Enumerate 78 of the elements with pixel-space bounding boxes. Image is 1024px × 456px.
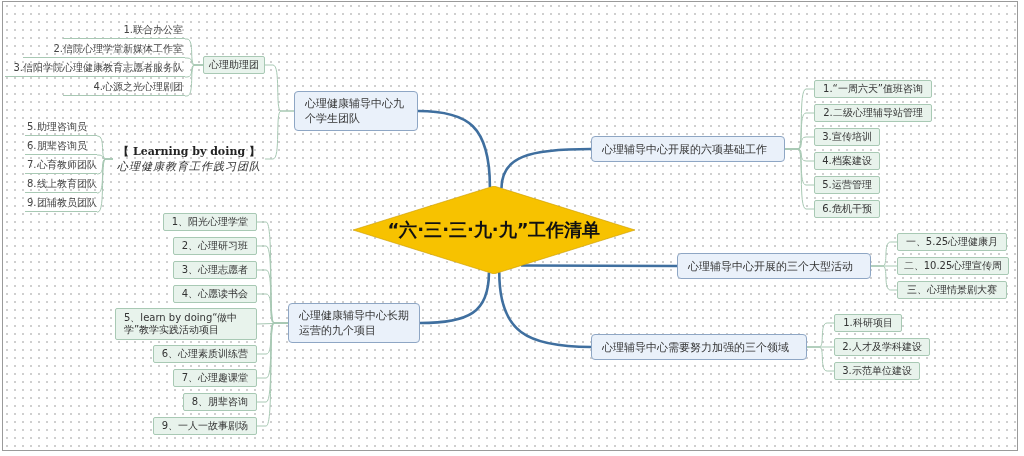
item-box (834, 362, 920, 380)
topic-text: 心理辅导中心开展的六项基础工作 (602, 141, 767, 157)
item-box (834, 314, 902, 332)
topic-text: 二、10.25心理宣传周 (903, 259, 1003, 273)
topic-text: 5.运营管理 (822, 178, 872, 192)
item-label: 2.信院心理学堂新媒体工作室 (23, 42, 185, 58)
topic-text: 心理健康教育工作践习团队 (117, 159, 261, 174)
item-box (814, 200, 880, 218)
connector-line (784, 148, 815, 210)
item-box (173, 285, 257, 303)
topic-text: 1.科研项目 (843, 316, 893, 330)
branch-connector (497, 272, 592, 349)
item-label: 1.联合办公室 (63, 23, 185, 39)
branch-connector (521, 264, 677, 268)
topic-text: 9、一人一故事剧场 (161, 419, 249, 433)
connector-line (184, 64, 204, 97)
item-label: 9.团辅教员团队 (25, 196, 97, 212)
branch-connector (419, 272, 491, 325)
item-box (897, 281, 1007, 299)
item-box (834, 338, 930, 356)
topic-text: 6、心理素质训练营 (161, 347, 249, 361)
item-box (814, 152, 880, 170)
item-label: 4.心源之光心理剧团 (63, 80, 185, 96)
branch-box (288, 303, 420, 343)
item-box (897, 233, 1007, 251)
connector-line (870, 265, 898, 291)
connector-line (264, 110, 295, 160)
team-heading: 【 Learning by doing 】 (118, 144, 260, 159)
item-label: 8.线上教育团队 (25, 177, 97, 193)
topic-text: 2.人才及学科建设 (842, 340, 922, 354)
topic-text: 7、心理趣课堂 (181, 371, 249, 385)
item-box (814, 176, 880, 194)
topic-diamond (353, 186, 635, 274)
branch-connector (417, 109, 492, 188)
item-box (153, 417, 257, 435)
item-box (173, 237, 257, 255)
item-box (814, 128, 880, 146)
item-box (183, 393, 257, 411)
topic-text: 三、心理情景剧大赛 (907, 283, 997, 297)
topic-text: 心理健康辅导中心长期运营的九个项目 (299, 308, 409, 338)
branch-box (591, 136, 785, 162)
branch-box (677, 253, 871, 279)
topic-text: 1.“一周六天”值班咨询 (823, 82, 923, 96)
topic-text: 3.宣传培训 (822, 130, 872, 144)
item-label: 5.助理咨询员 (25, 120, 97, 136)
item-label: 7.心育教师团队 (25, 158, 97, 174)
topic-text: 心理辅导中心需要努力加强的三个领域 (602, 339, 789, 355)
topic-text: 4.档案建设 (822, 154, 872, 168)
connector-line (96, 158, 114, 213)
topic-text: 8、朋辈咨询 (191, 395, 249, 409)
branch-connector (500, 147, 591, 189)
item-box (173, 369, 257, 387)
topic-text: 6.危机干预 (822, 202, 872, 216)
branch-box (591, 334, 807, 360)
item-box (897, 257, 1009, 275)
item-box (115, 308, 257, 340)
topic-text: 一、5.25心理健康月 (905, 235, 999, 249)
topic-text: 1、阳光心理学堂 (171, 215, 249, 229)
item-box (163, 213, 257, 231)
topic-text: 2.二级心理辅导站管理 (823, 106, 923, 120)
connector-line (256, 322, 289, 427)
topic-text: 心理辅导中心开展的三个大型活动 (688, 258, 853, 274)
topic-text: 心理健康辅导中心九个学生团队 (305, 96, 405, 126)
topic-text: 2、心理研习班 (181, 239, 249, 253)
topic-title: “六·三·三·九·九”工作清单 (387, 218, 601, 242)
branch-box (294, 91, 418, 131)
item-box (153, 345, 257, 363)
item-label: 6.朋辈咨询员 (25, 139, 97, 155)
topic-text: 3、心理志愿者 (181, 263, 249, 277)
topic-text: 4、心愿读书会 (181, 287, 249, 301)
topic-text: 3.示范单位建设 (842, 364, 912, 378)
item-box (814, 80, 932, 98)
item-box (814, 104, 932, 122)
topic-text: 心理助理团 (209, 58, 259, 72)
item-box (173, 261, 257, 279)
topic-text: 5、learn by doing“做中学”教学实践活动项目 (124, 311, 239, 337)
item-label: 3.信阳学院心理健康教育志愿者服务队 (5, 61, 185, 77)
item-box (203, 56, 265, 74)
